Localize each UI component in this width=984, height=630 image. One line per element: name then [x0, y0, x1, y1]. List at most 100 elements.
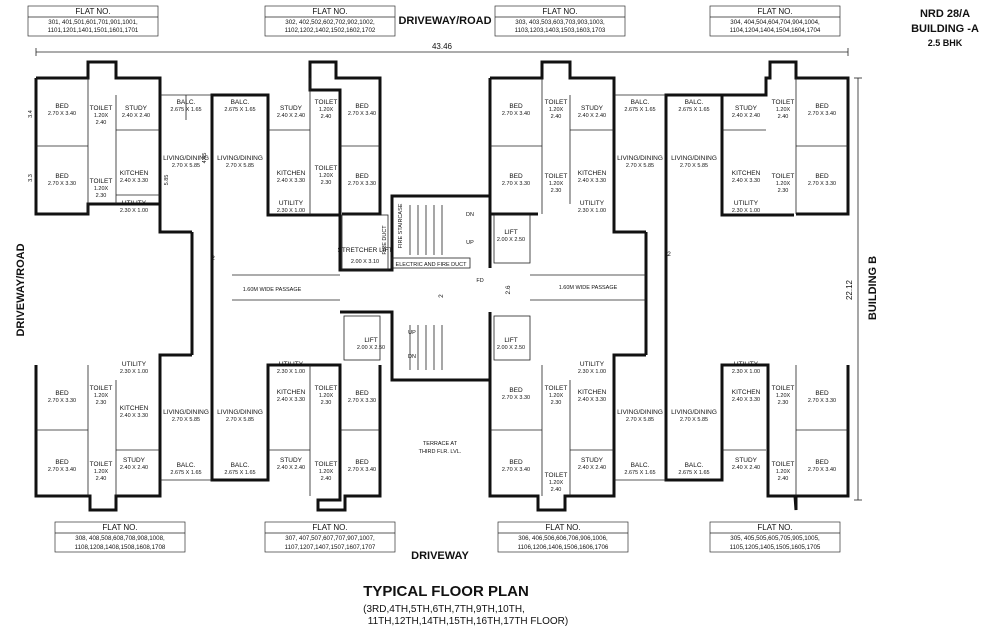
room-toilet: TOILET [315, 99, 338, 106]
room-bed: BED [509, 103, 523, 110]
room-study-dim: 2.40 X 2.40 [122, 113, 150, 119]
room-study: STUDY [581, 105, 604, 112]
plan-floors-line1: (3RD,4TH,5TH,6TH,7TH,9TH,10TH, [363, 604, 525, 615]
flat-table-line1: 302, 402,502,602,702,902,1002, [285, 19, 375, 26]
room-kitchen: KITCHEN [120, 405, 149, 412]
flat-table-line2: 1102,1202,1402,1502,1602,1702 [285, 27, 376, 34]
room-utility-dim: 2.30 X 1.00 [578, 369, 606, 375]
room-toilet-dim: 1.20X [776, 181, 791, 187]
flat-table-head: FLAT NO. [312, 7, 347, 16]
stair-up-label: UP [466, 240, 474, 246]
stretcher-lift-label: STRETCHER LIFT [338, 247, 393, 254]
room-bed: BED [355, 459, 369, 466]
room-bed-dim: 2.70 X 3.40 [502, 467, 530, 473]
room-balcony-dim: 2.675 X 1.65 [624, 107, 655, 113]
lift-label: LIFT [504, 229, 517, 236]
dim-2-core: 2 [438, 294, 445, 298]
room-balcony-dim: 2.675 X 1.65 [170, 107, 201, 113]
room-bed-dim: 2.70 X 3.40 [502, 111, 530, 117]
room-balcony-dim: 2.675 X 1.65 [678, 470, 709, 476]
fd-label: FD [476, 278, 483, 284]
room-living-dim: 2.70 X 5.85 [626, 417, 654, 423]
room-bed: BED [355, 103, 369, 110]
room-bed: BED [355, 390, 369, 397]
electric-duct-label: ELECTRIC AND FIRE DUCT [396, 262, 468, 268]
dim-585: 5.85 [164, 175, 170, 186]
room-bed-dim: 2.70 X 3.30 [502, 181, 530, 187]
lift-dim: 2.00 X 2.50 [497, 237, 525, 243]
project-code: NRD 28/A [920, 8, 970, 20]
stair-up-label: UP [408, 330, 416, 336]
room-utility: UTILITY [122, 361, 147, 368]
room-study-dim: 2.40 X 2.40 [732, 465, 760, 471]
flat-table-line2: 1106,1206,1406,1506,1606,1706 [518, 544, 609, 551]
overall-depth-dimension: 22.12 [845, 77, 862, 501]
fire-staircase-label: FIRE STAIRCASE [398, 203, 404, 248]
terrace-label-2: THIRD FLR. LVL. [419, 449, 462, 455]
room-toilet-dim2: 2.30 [96, 193, 107, 199]
room-bed: BED [509, 459, 523, 466]
unit-304-rooms: BALC. 2.675 X 1.65 LIVING/DINING 2.70 X … [671, 99, 836, 214]
flat-table-304: FLAT NO. 304, 404,504,604,704,904,1004, … [709, 5, 841, 37]
room-bed: BED [55, 173, 69, 180]
flat-table-line2: 1105,1205,1405,1505,1605,1705 [730, 544, 821, 551]
room-balcony-dim: 2.675 X 1.65 [624, 470, 655, 476]
room-toilet: TOILET [545, 385, 568, 392]
room-living-dim: 2.70 X 5.85 [172, 163, 200, 169]
room-study: STUDY [735, 105, 758, 112]
room-bed: BED [815, 459, 829, 466]
room-toilet: TOILET [315, 165, 338, 172]
room-study: STUDY [125, 105, 148, 112]
room-toilet-dim2: 2.30 [778, 188, 789, 194]
room-study-dim: 2.40 X 2.40 [277, 113, 305, 119]
room-bed-dim: 2.70 X 3.40 [48, 111, 76, 117]
room-toilet-dim: 1.20X [319, 173, 334, 179]
room-toilet: TOILET [772, 461, 795, 468]
top-road-label: DRIVEWAY/ROAD [398, 15, 491, 27]
room-bed: BED [815, 103, 829, 110]
flat-table-302: FLAT NO. 302, 402,502,602,702,902,1002, … [264, 5, 396, 37]
unit-308-rooms: BED 2.70 X 3.30 BED 2.70 X 3.40 TOILET 1… [48, 361, 209, 482]
room-toilet: TOILET [90, 461, 113, 468]
room-bed-dim: 2.70 X 3.30 [808, 398, 836, 404]
room-toilet-dim: 1.20X [549, 393, 564, 399]
partition-lines [36, 78, 848, 496]
room-balcony: BALC. [177, 99, 196, 106]
room-bed: BED [509, 173, 523, 180]
room-utility-dim: 2.30 X 1.00 [732, 369, 760, 375]
room-toilet-dim: 1.20X [549, 107, 564, 113]
room-utility-dim: 2.30 X 1.00 [578, 208, 606, 214]
room-toilet-dim: 1.20X [319, 469, 334, 475]
flat-table-line1: 307, 407,507,607,707,907,1007, [285, 535, 375, 542]
flat-table-head: FLAT NO. [545, 523, 580, 532]
room-toilet: TOILET [772, 173, 795, 180]
flat-table-line1: 306, 406,506,606,706,906,1006, [518, 535, 608, 542]
room-toilet-dim2: 2.30 [321, 400, 332, 406]
room-toilet: TOILET [545, 472, 568, 479]
room-living-dim: 2.70 X 5.85 [226, 417, 254, 423]
flat-table-head: FLAT NO. [757, 7, 792, 16]
room-kitchen: KITCHEN [277, 389, 306, 396]
room-kitchen-dim: 2.40 X 3.30 [277, 178, 305, 184]
room-study: STUDY [280, 457, 303, 464]
room-kitchen-dim: 2.40 X 3.30 [732, 178, 760, 184]
flat-table-line1: 303, 403,503,603,703,903,1003, [515, 19, 605, 26]
room-toilet-dim2: 2.30 [96, 400, 107, 406]
room-toilet-dim2: 2.40 [321, 114, 332, 120]
flat-table-301: FLAT NO. 301, 401,501,601,701,901,1001, … [27, 5, 159, 37]
room-utility: UTILITY [580, 361, 605, 368]
unit-305-rooms: LIVING/DINING 2.70 X 5.85 BALC. 2.675 X … [671, 361, 836, 482]
room-kitchen-dim: 2.40 X 3.30 [578, 397, 606, 403]
room-toilet-dim: 1.20X [94, 113, 109, 119]
room-toilet-dim: 1.20X [94, 393, 109, 399]
room-study-dim: 2.40 X 2.40 [120, 465, 148, 471]
room-bed: BED [815, 390, 829, 397]
room-bed-dim: 2.70 X 3.30 [48, 181, 76, 187]
flat-table-line1: 308, 408,508,608,708,908,1008, [75, 535, 165, 542]
room-toilet-dim: 1.20X [776, 393, 791, 399]
lift-label: LIFT [504, 337, 517, 344]
room-bed: BED [509, 387, 523, 394]
room-bed-dim: 2.70 X 3.40 [808, 111, 836, 117]
room-balcony-dim: 2.675 X 1.65 [224, 470, 255, 476]
room-balcony: BALC. [631, 99, 650, 106]
